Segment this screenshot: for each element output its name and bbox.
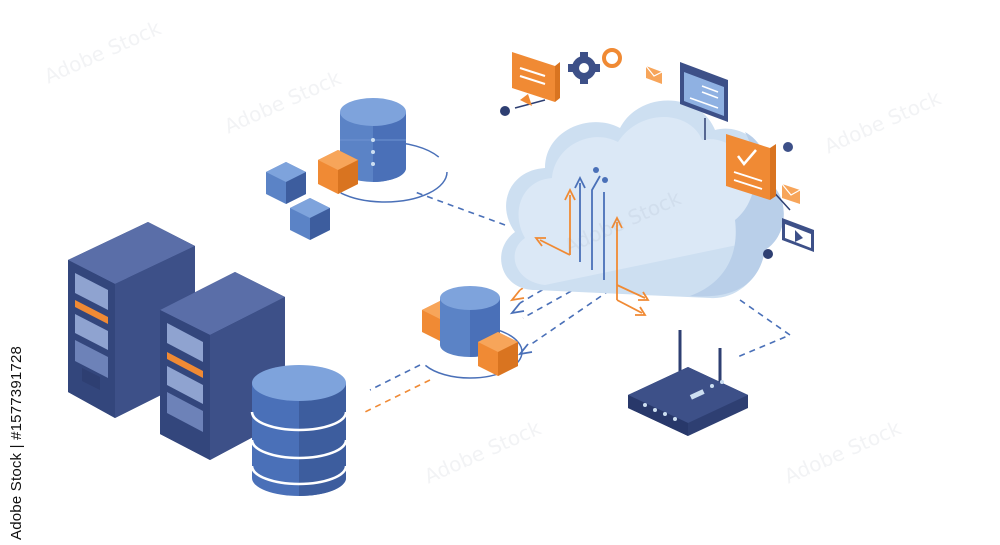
ring-icon [602,48,622,68]
cube-icon [266,162,306,204]
dash-line-mid-db-to-left-db [369,364,421,391]
cloud-arrows [509,167,650,356]
envelope-icon [645,65,663,84]
dash-line-cloud-to-top-db [414,191,506,226]
arrow-left-orange [539,239,571,256]
top-database-group [266,98,448,240]
gear-icon [568,52,600,84]
video-play-icon [782,218,814,252]
arrow-right-orange-2 [616,299,643,314]
cube-icon [478,332,518,376]
router-icon [628,330,748,436]
app-icons [500,48,814,342]
browser-window-icon [680,62,728,342]
envelope-icon [781,183,801,204]
cloud-icon [501,100,784,299]
dash-line-cloud-to-router [734,299,792,359]
middle-database-group [417,286,523,379]
document-check-icon [726,134,776,200]
cube-icon [290,198,330,240]
arrow-up-blue-2 [591,175,601,270]
cube-icon [318,150,358,194]
chat-icon [512,52,560,106]
arrow-right-orange-1 [616,284,646,299]
stock-credit-label: Adobe Stock | #1577391728 [8,345,25,540]
dash-line-cloud-to-mid-db-4 [529,289,611,346]
dash-line-mid-db-to-left-db-orange [364,379,431,413]
database-icon [250,365,348,496]
